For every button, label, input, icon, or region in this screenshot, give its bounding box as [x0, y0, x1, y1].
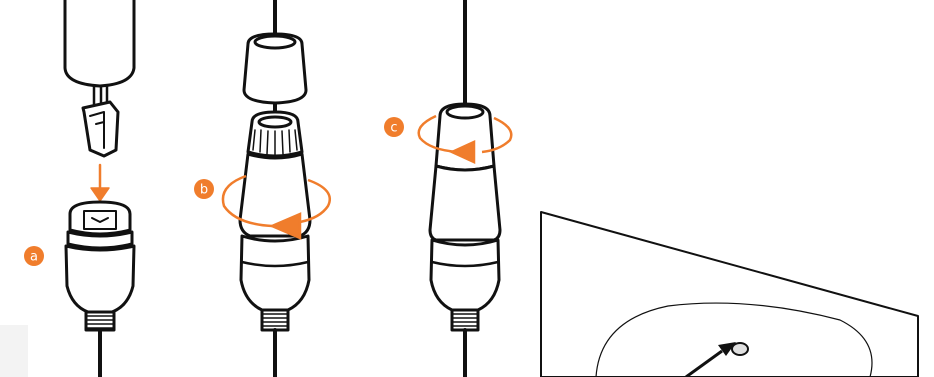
- mounting-surface: [540, 211, 919, 377]
- mounting-circle: [595, 302, 873, 377]
- cable-sheath: [63, 0, 136, 88]
- receptacle-body: [66, 230, 134, 250]
- step-c-label: c: [390, 121, 397, 136]
- sealing-cap: [242, 32, 308, 105]
- step-b-illustration: [238, 0, 312, 377]
- step-a-badge: a: [24, 246, 44, 266]
- rotate-arrow-icon: [221, 174, 331, 240]
- step-b-badge: b: [194, 179, 214, 199]
- side-panel-tab: [0, 325, 28, 377]
- rj45-plug: [81, 100, 120, 158]
- step-a-label: a: [30, 250, 38, 265]
- step-b-label: b: [200, 183, 208, 198]
- connector-body: [238, 152, 312, 238]
- mounting-hole: [731, 342, 749, 356]
- step-c-badge: c: [384, 117, 404, 137]
- step-a-illustration: [63, 0, 136, 377]
- pointer-arrow-icon: [685, 342, 736, 377]
- step-c-illustration: [428, 0, 502, 377]
- rotate-arrow-icon: [417, 114, 513, 164]
